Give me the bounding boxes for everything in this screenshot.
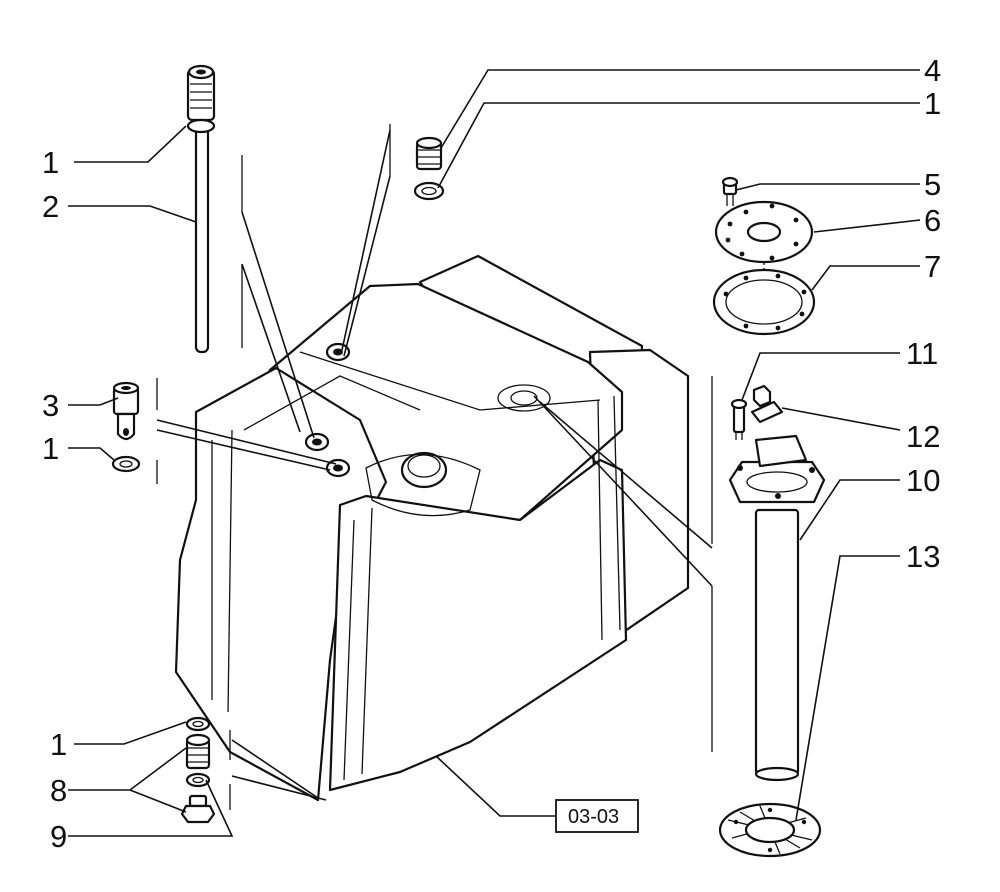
callout-5: 5 <box>924 167 941 202</box>
callout-1-drain: 1 <box>50 727 67 762</box>
callout-11: 11 <box>906 336 938 371</box>
callout-numbers: 4 1 5 6 7 11 12 10 13 1 2 3 1 1 8 9 03-0… <box>42 53 941 854</box>
callout-4: 4 <box>924 53 941 88</box>
fuel-tank <box>174 254 690 802</box>
callout-10: 10 <box>906 463 940 498</box>
callout-8: 8 <box>50 773 67 808</box>
callout-3: 3 <box>42 388 59 423</box>
drain-plug-assembly <box>180 716 231 824</box>
callout-1-fitting: 1 <box>42 431 59 466</box>
fuel-level-sender <box>728 384 826 782</box>
dip-tube-assembly <box>186 64 391 354</box>
leader-lines <box>68 69 921 837</box>
callout-7: 7 <box>924 249 941 284</box>
breather-fitting <box>111 378 158 484</box>
callout-1-top: 1 <box>924 86 941 121</box>
callout-6: 6 <box>924 203 941 238</box>
top-port-fitting <box>413 136 445 201</box>
callout-12: 12 <box>906 419 940 454</box>
callout-13: 13 <box>906 539 940 574</box>
sender-mounting-parts <box>711 176 816 752</box>
reference-label: 03-03 <box>568 806 619 828</box>
sender-gasket <box>718 802 822 858</box>
reference-box <box>555 799 639 833</box>
callout-2: 2 <box>42 189 59 224</box>
callout-1-tube: 1 <box>42 145 59 180</box>
callout-9: 9 <box>50 819 67 854</box>
